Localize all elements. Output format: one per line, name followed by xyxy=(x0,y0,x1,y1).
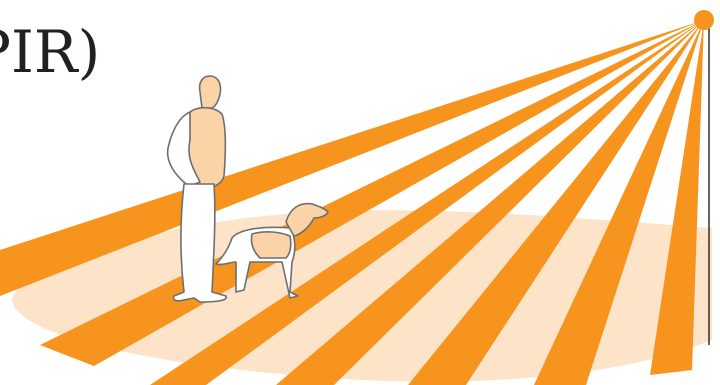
detection-beams xyxy=(0,20,704,385)
sensor-dot-icon xyxy=(694,10,714,30)
diagram-title: PIR) xyxy=(0,18,100,86)
